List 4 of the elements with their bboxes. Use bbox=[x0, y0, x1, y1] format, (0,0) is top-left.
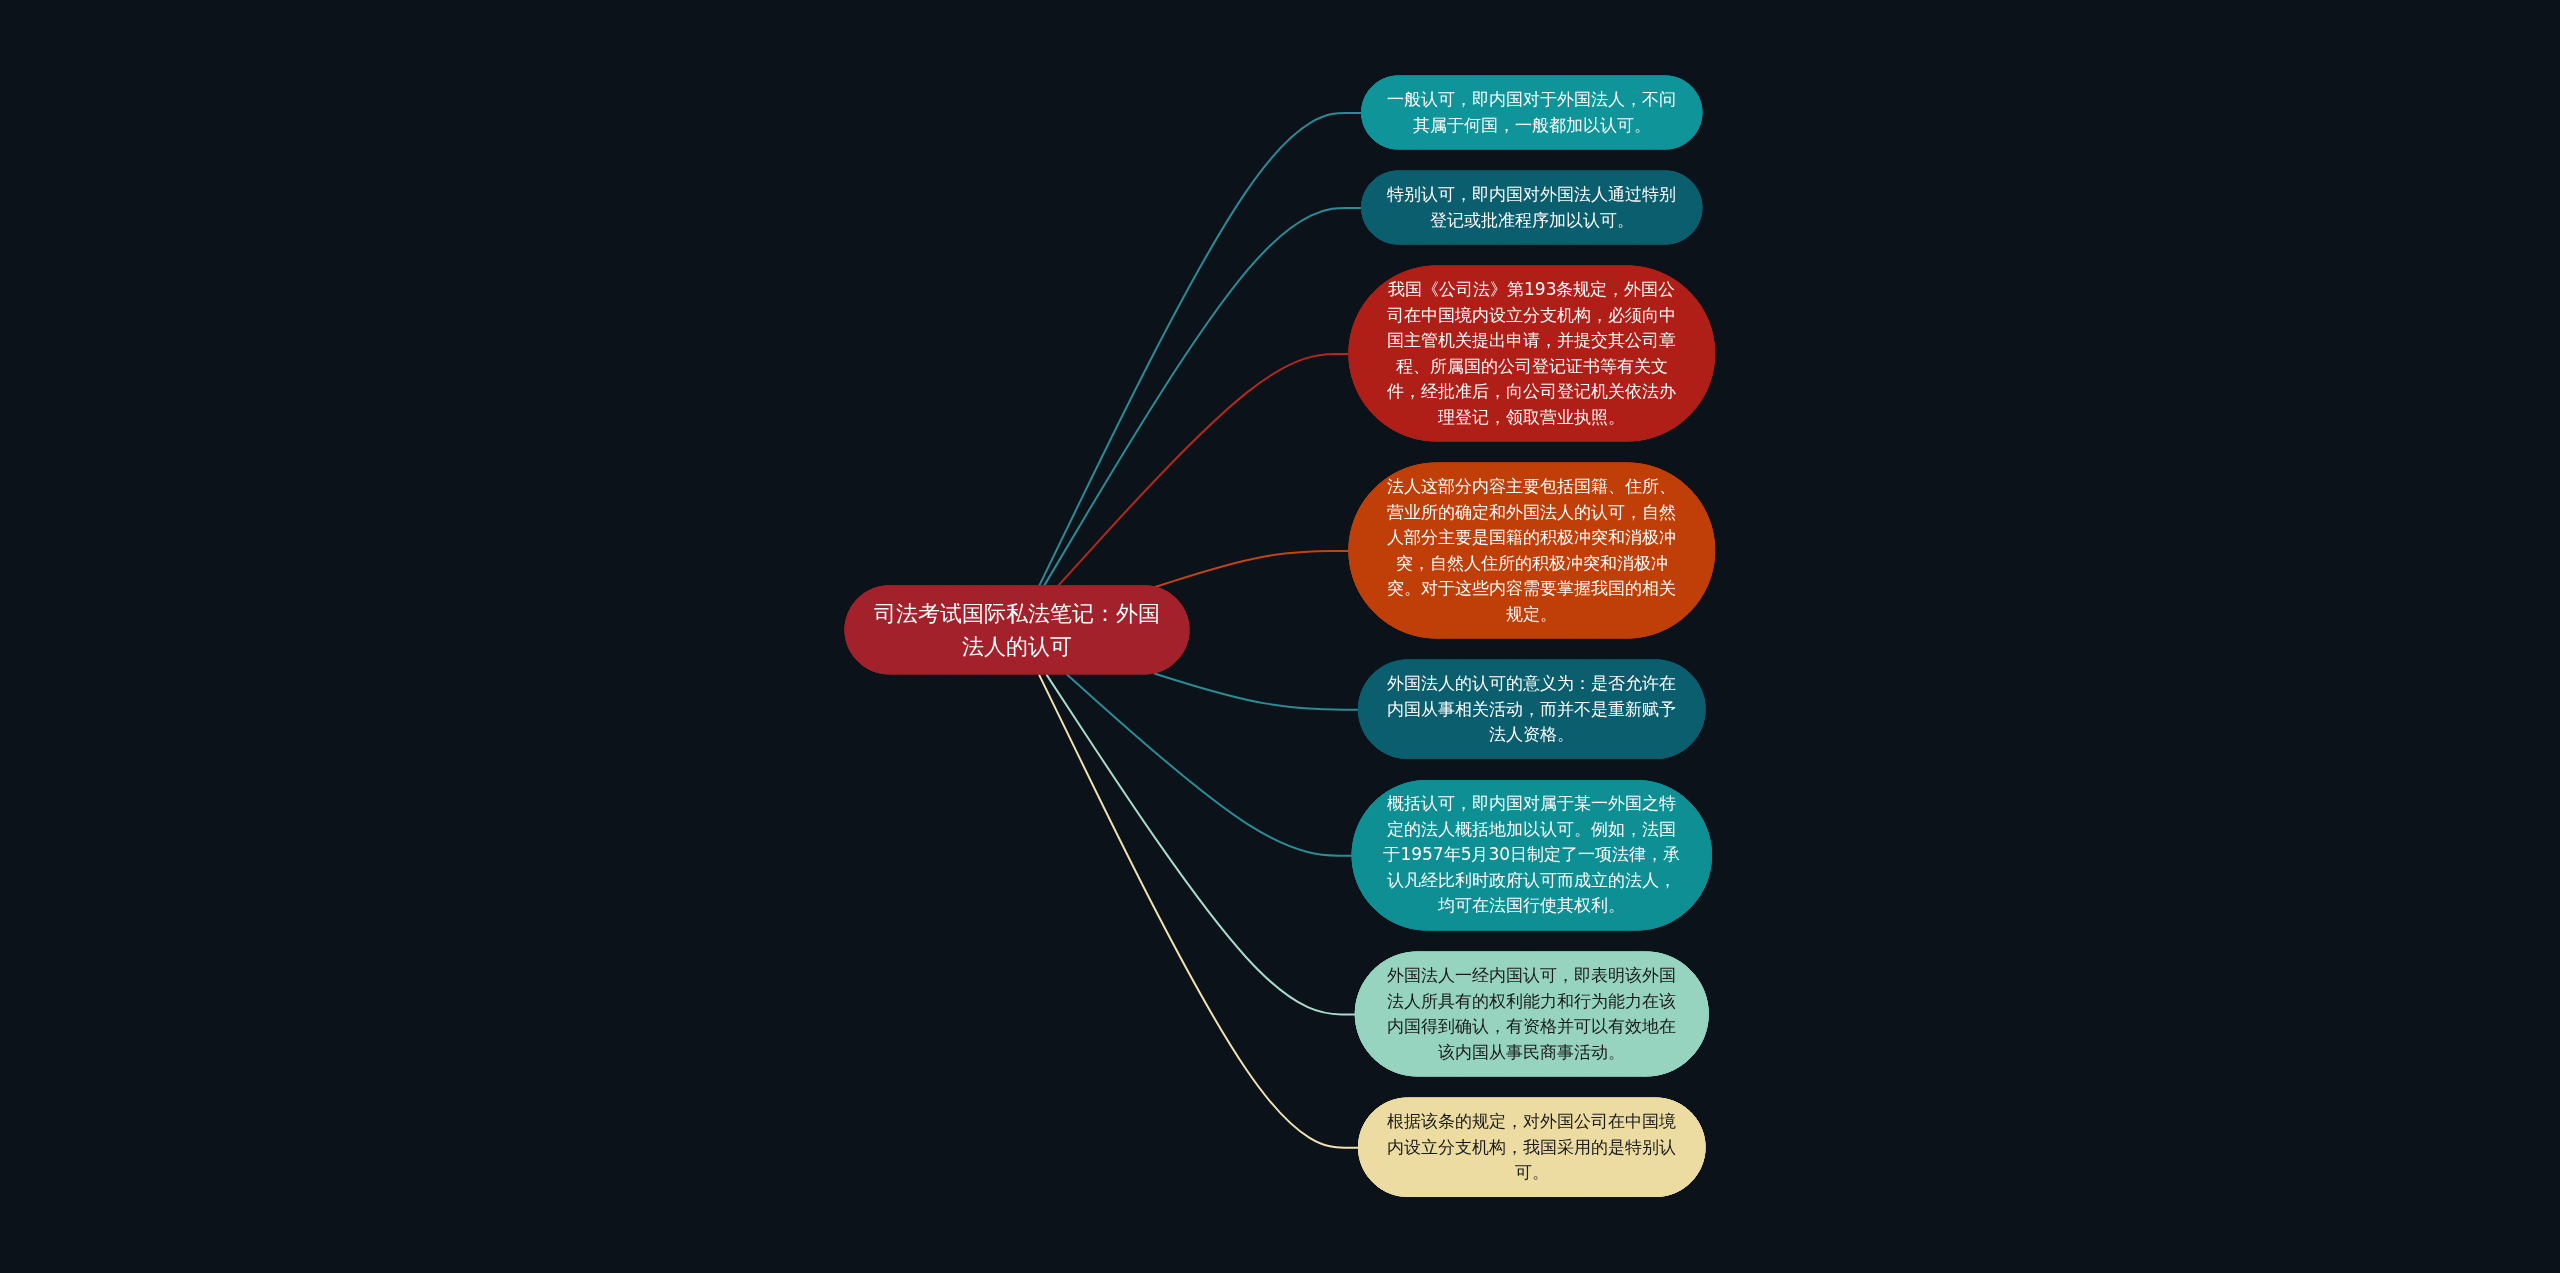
connector bbox=[1153, 550, 1351, 589]
connector bbox=[1045, 673, 1357, 1016]
connector bbox=[1065, 673, 1354, 857]
connector bbox=[1056, 353, 1351, 588]
